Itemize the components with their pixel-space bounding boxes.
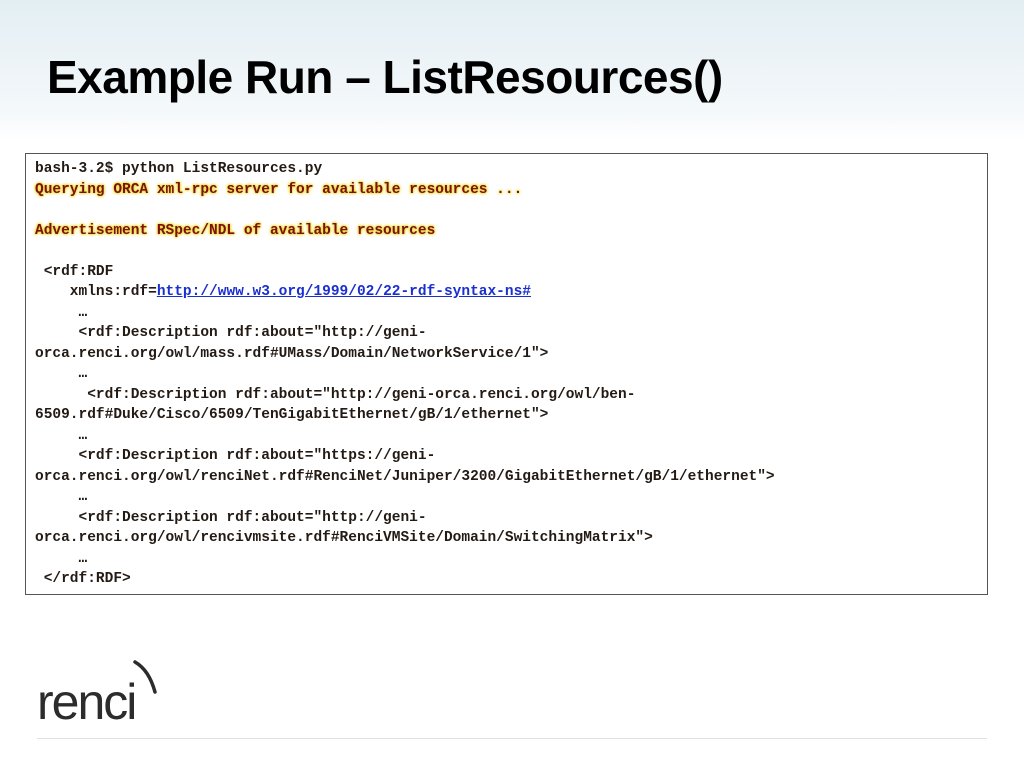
ellipsis-line: … <box>35 304 88 321</box>
description-4-line-1: <rdf:Description rdf:about="http://geni- <box>35 509 427 526</box>
xmlns-line: xmlns:rdf=http://www.w3.org/1999/02/22-r… <box>35 282 987 303</box>
renci-logo: renci <box>37 660 167 730</box>
slide-title: Example Run – ListResources() <box>47 51 723 103</box>
logo-swoosh-icon <box>133 660 157 694</box>
description-1-line-1: <rdf:Description rdf:about="http://geni- <box>35 325 427 341</box>
querying-message: Querying ORCA xml-rpc server for availab… <box>35 181 523 198</box>
ellipsis-line: … <box>35 366 88 382</box>
ellipsis-line: … <box>35 489 88 505</box>
footer-divider <box>37 738 987 739</box>
xmlns-attribute: xmlns:rdf= <box>35 284 157 300</box>
description-2-line-1: <rdf:Description rdf:about="http://geni-… <box>35 386 636 403</box>
ellipsis-line: … <box>35 427 88 444</box>
terminal-output-box: bash-3.2$ python ListResources.py Queryi… <box>25 153 988 595</box>
rdf-close-tag: </rdf:RDF> <box>35 571 131 587</box>
rdf-open-tag: <rdf:RDF <box>35 263 114 280</box>
advertisement-message: Advertisement RSpec/NDL of available res… <box>35 222 436 239</box>
command-line: bash-3.2$ python ListResources.py <box>35 161 323 177</box>
blank-line <box>35 241 987 262</box>
ellipsis-line: … <box>35 550 88 567</box>
renci-logo-text: renci <box>37 674 137 730</box>
blank-line <box>35 200 987 221</box>
description-2-line-2: 6509.rdf#Duke/Cisco/6509/TenGigabitEther… <box>35 407 549 423</box>
description-3-line-2: orca.renci.org/owl/renciNet.rdf#RenciNet… <box>35 468 775 485</box>
description-1-line-2: orca.renci.org/owl/mass.rdf#UMass/Domain… <box>35 345 549 362</box>
rdf-namespace-link[interactable]: http://www.w3.org/1999/02/22-rdf-syntax-… <box>156 284 531 300</box>
description-4-line-2: orca.renci.org/owl/rencivmsite.rdf#Renci… <box>35 530 653 546</box>
description-3-line-1: <rdf:Description rdf:about="https://geni… <box>35 448 436 464</box>
